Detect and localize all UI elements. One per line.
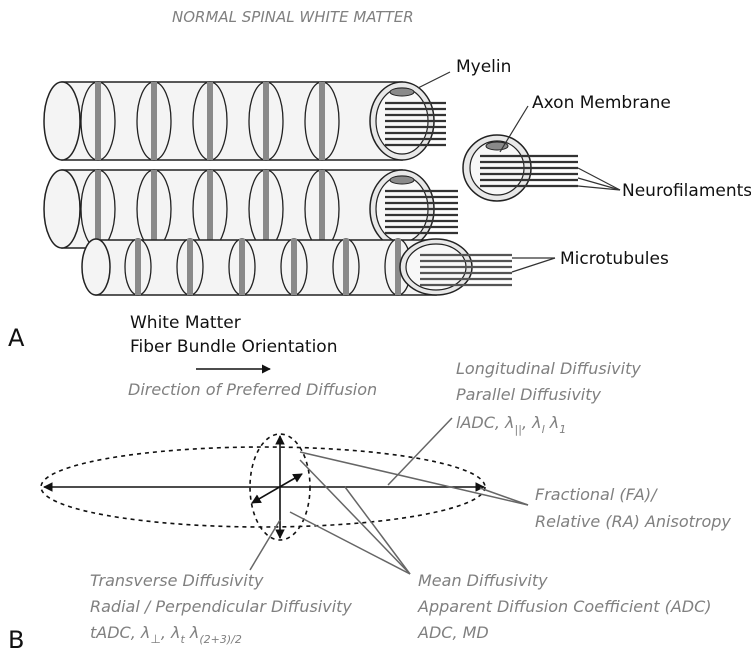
fiber-bottom bbox=[81, 238, 512, 296]
node-band bbox=[319, 170, 325, 248]
fractional-labels: Fractional (FA)/ Relative (RA) Anisotrop… bbox=[535, 485, 731, 531]
panel-a-letter: A bbox=[8, 324, 25, 352]
fiber-bundle bbox=[43, 81, 578, 296]
node-band bbox=[207, 82, 213, 160]
node-band bbox=[95, 82, 101, 160]
svg-text:Mean Diffusivity: Mean Diffusivity bbox=[418, 571, 548, 590]
node-band bbox=[319, 82, 325, 160]
node-band bbox=[343, 239, 349, 295]
node-band bbox=[187, 239, 193, 295]
node-band bbox=[151, 170, 157, 248]
node-band bbox=[263, 82, 269, 160]
orientation-line1: White Matter bbox=[130, 313, 241, 333]
panel-b-letter: B bbox=[8, 626, 24, 654]
node-band bbox=[151, 82, 157, 160]
diffusion-ellipsoid bbox=[40, 433, 486, 541]
node-band bbox=[263, 170, 269, 248]
panel-a-labels: Myelin Axon Membrane Neurofilaments Micr… bbox=[417, 57, 751, 273]
microtubules-label: Microtubules bbox=[560, 249, 669, 269]
myelin-label: Myelin bbox=[456, 57, 511, 77]
node-band bbox=[207, 170, 213, 248]
fiber-right bbox=[462, 134, 578, 202]
svg-text:ADC, MD: ADC, MD bbox=[417, 623, 489, 642]
svg-text:Radial / Perpendicular Diffusi: Radial / Perpendicular Diffusivity bbox=[90, 597, 352, 616]
svg-text:Longitudinal Diffusivity: Longitudinal Diffusivity bbox=[456, 359, 641, 378]
svg-text:Parallel Diffusivity: Parallel Diffusivity bbox=[456, 385, 602, 404]
orientation-line2: Fiber Bundle Orientation bbox=[130, 337, 337, 357]
panel-b-leaders bbox=[249, 417, 529, 575]
fiber-top bbox=[43, 81, 446, 161]
node-band bbox=[239, 239, 245, 295]
node-band bbox=[95, 170, 101, 248]
fiber-middle bbox=[43, 169, 458, 249]
mean-labels: Mean Diffusivity Apparent Diffusion Coef… bbox=[417, 571, 712, 642]
neurofilaments-label: Neurofilaments bbox=[622, 181, 751, 201]
node-band bbox=[291, 239, 297, 295]
svg-text:Transverse Diffusivity: Transverse Diffusivity bbox=[90, 571, 264, 590]
svg-text:Fractional (FA)/: Fractional (FA)/ bbox=[535, 485, 658, 504]
svg-text:Apparent Diffusion Coefficient: Apparent Diffusion Coefficient (ADC) bbox=[417, 597, 712, 616]
transverse-labels: Transverse Diffusivity Radial / Perpendi… bbox=[90, 571, 352, 646]
node-band bbox=[135, 239, 141, 295]
svg-text:lADC, λ||, λl λ1: lADC, λ||, λl λ1 bbox=[456, 413, 566, 436]
preferred-diffusion-label: Direction of Preferred Diffusion bbox=[128, 380, 377, 399]
svg-text:tADC, λ⊥, λt λ(2+3)/2: tADC, λ⊥, λt λ(2+3)/2 bbox=[90, 623, 242, 646]
longitudinal-labels: Longitudinal Diffusivity Parallel Diffus… bbox=[456, 359, 641, 436]
svg-text:Relative (RA) Anisotropy: Relative (RA) Anisotropy bbox=[535, 512, 731, 531]
panel-a-title: NORMAL SPINAL WHITE MATTER bbox=[172, 8, 414, 26]
node-band bbox=[395, 239, 401, 295]
axon-membrane-label: Axon Membrane bbox=[532, 93, 671, 113]
